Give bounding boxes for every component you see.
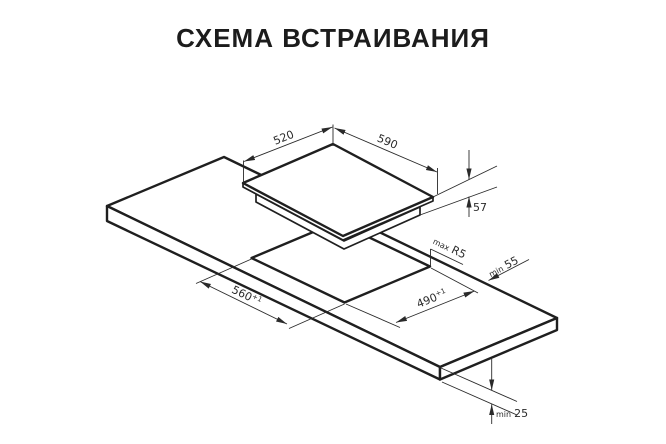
countertop-end-face (438, 316, 559, 381)
corner-radius-label: maxR5 (431, 234, 468, 261)
dim-cutout-length: 560+1 (195, 258, 345, 329)
dimension-line (395, 290, 475, 323)
cooktop-height-label: 57 (473, 201, 487, 214)
reference-line (441, 381, 518, 416)
reference-line (419, 186, 498, 216)
extension-line (288, 303, 345, 329)
dimension-line (334, 127, 438, 173)
page-title: СХЕМА ВСТРАИВАНИЯ (176, 23, 490, 53)
rear-clearance-label: min55 (486, 254, 520, 280)
dimension-line (243, 126, 333, 162)
cooktop-width-label: 590 (375, 132, 399, 152)
extension-line (195, 258, 252, 284)
reference-line (432, 165, 498, 198)
extension-line (345, 303, 401, 328)
cutout-opening (250, 220, 432, 304)
leader-line (430, 248, 464, 265)
cooktop-depth-label: 520 (272, 128, 296, 148)
cooktop (241, 142, 435, 250)
dim-cooktop-height: 57 (419, 150, 498, 217)
cooktop-top-face (241, 142, 435, 238)
extension-line (430, 267, 479, 294)
callout-rear-clearance: min55 (486, 254, 530, 281)
leader-line (488, 259, 530, 281)
reference-line (440, 367, 518, 402)
dimension-line (199, 281, 288, 325)
